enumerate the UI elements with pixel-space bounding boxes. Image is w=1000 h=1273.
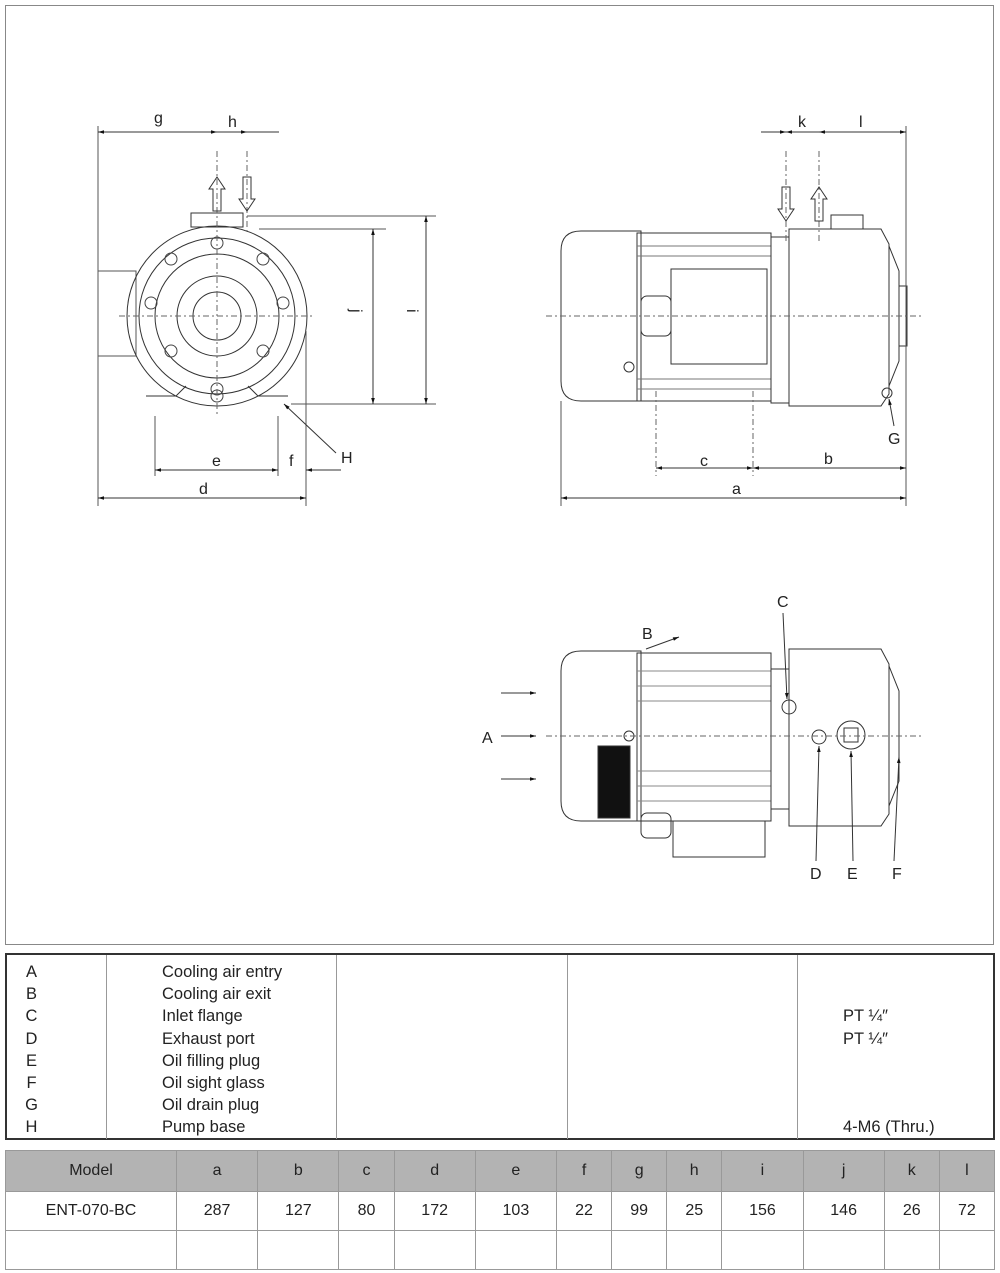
header-cell: b: [257, 1150, 340, 1192]
legend-empty-column: [337, 955, 568, 1139]
legend-spec: PT ¼″: [843, 1007, 888, 1026]
table-row: ENT-070-BC 287 127 80 172 103 22 99 25 1…: [5, 1191, 996, 1231]
legend-spec: [843, 1072, 993, 1094]
legend-spec: PT ¼″: [843, 1029, 888, 1048]
legend-spec: [843, 983, 993, 1005]
value-cell: 80: [338, 1191, 395, 1231]
dim-label-k: k: [798, 114, 807, 131]
legend-key: C: [25, 1007, 38, 1026]
callout-H: H: [341, 450, 353, 467]
callout-C: C: [777, 594, 789, 611]
legend-description: Pump base: [162, 1118, 246, 1137]
legend-key: B: [25, 985, 37, 1004]
value-cell: 72: [938, 1191, 996, 1231]
value-cell: 287: [175, 1191, 259, 1231]
legend-empty-column: [568, 955, 798, 1139]
legend-descriptions: Cooling air entry Cooling air exit Inlet…: [107, 955, 337, 1139]
side-view: k l c b a G: [546, 114, 921, 506]
legend-key: A: [25, 963, 37, 981]
header-cell: g: [611, 1150, 668, 1192]
callout-E: E: [847, 866, 858, 883]
empty-table-row: [5, 1230, 996, 1270]
value-cell: 25: [666, 1191, 723, 1231]
value-cell: 146: [802, 1191, 885, 1231]
legend-description: Oil drain plug: [162, 1096, 260, 1115]
value-cell: 156: [721, 1191, 804, 1231]
legend-key: E: [25, 1051, 37, 1070]
dim-label-b: b: [824, 451, 833, 468]
legend-specs: PT ¼″ PT ¼″ 4-M6 (Thru.): [798, 955, 993, 1139]
legend-key: D: [25, 1029, 38, 1048]
table-header-row: Model a b c d e f g h i j k l: [5, 1150, 996, 1192]
dim-label-c: c: [700, 453, 708, 470]
legend-description: Cooling air exit: [162, 985, 272, 1004]
legend-key: H: [25, 1118, 38, 1137]
dim-label-j: j: [347, 308, 364, 313]
drawing-area: g h i j e f d H k l c b a G A B C D E F: [5, 5, 994, 945]
legend-key: G: [25, 1096, 38, 1115]
header-cell: l: [938, 1150, 996, 1192]
legend-keys: A B C D E F G H: [7, 955, 107, 1139]
callout-A: A: [482, 730, 493, 747]
callout-F: F: [892, 866, 902, 883]
dim-label-a: a: [732, 481, 741, 498]
header-cell: d: [393, 1150, 476, 1192]
dimension-table: Model a b c d e f g h i j k l ENT-070-BC…: [5, 1150, 996, 1270]
header-cell: i: [721, 1150, 804, 1192]
dim-label-g: g: [154, 110, 163, 127]
value-cell: 99: [611, 1191, 668, 1231]
dim-label-h: h: [228, 114, 237, 131]
legend-table: A B C D E F G H Cooling air entry Coolin…: [5, 953, 995, 1140]
header-cell: a: [175, 1150, 259, 1192]
legend-description: Oil sight glass: [162, 1074, 265, 1093]
header-cell: Model: [5, 1150, 177, 1192]
front-view: g h i j e f d H: [97, 110, 436, 506]
legend-description: Cooling air entry: [162, 963, 283, 981]
legend-spec: [843, 1094, 993, 1116]
header-cell: f: [555, 1150, 613, 1192]
legend-key: F: [26, 1074, 37, 1093]
value-cell: 26: [883, 1191, 940, 1231]
dim-label-e: e: [212, 453, 221, 470]
dim-label-d: d: [199, 481, 208, 498]
value-cell: 103: [474, 1191, 557, 1231]
header-cell: j: [802, 1150, 885, 1192]
legend-spec: [843, 1050, 993, 1072]
value-cell: 172: [393, 1191, 476, 1231]
callout-B: B: [642, 626, 653, 643]
header-cell: k: [883, 1150, 940, 1192]
dim-label-f: f: [289, 453, 294, 470]
header-cell: e: [474, 1150, 557, 1192]
bottom-view: A B C D E F: [482, 594, 921, 883]
legend-spec: 4-M6 (Thru.): [843, 1118, 935, 1137]
header-cell: h: [666, 1150, 723, 1192]
legend-spec: [843, 961, 993, 983]
value-cell: 127: [257, 1191, 340, 1231]
header-cell: c: [338, 1150, 395, 1192]
callout-G: G: [888, 431, 900, 448]
legend-description: Exhaust port: [162, 1029, 255, 1048]
value-cell: 22: [555, 1191, 613, 1231]
dim-label-i: i: [403, 309, 420, 313]
legend-description: Oil filling plug: [162, 1051, 261, 1070]
legend-description: Inlet flange: [162, 1007, 243, 1026]
dim-label-l: l: [859, 114, 863, 131]
model-cell: ENT-070-BC: [5, 1191, 177, 1231]
callout-D: D: [810, 866, 822, 883]
